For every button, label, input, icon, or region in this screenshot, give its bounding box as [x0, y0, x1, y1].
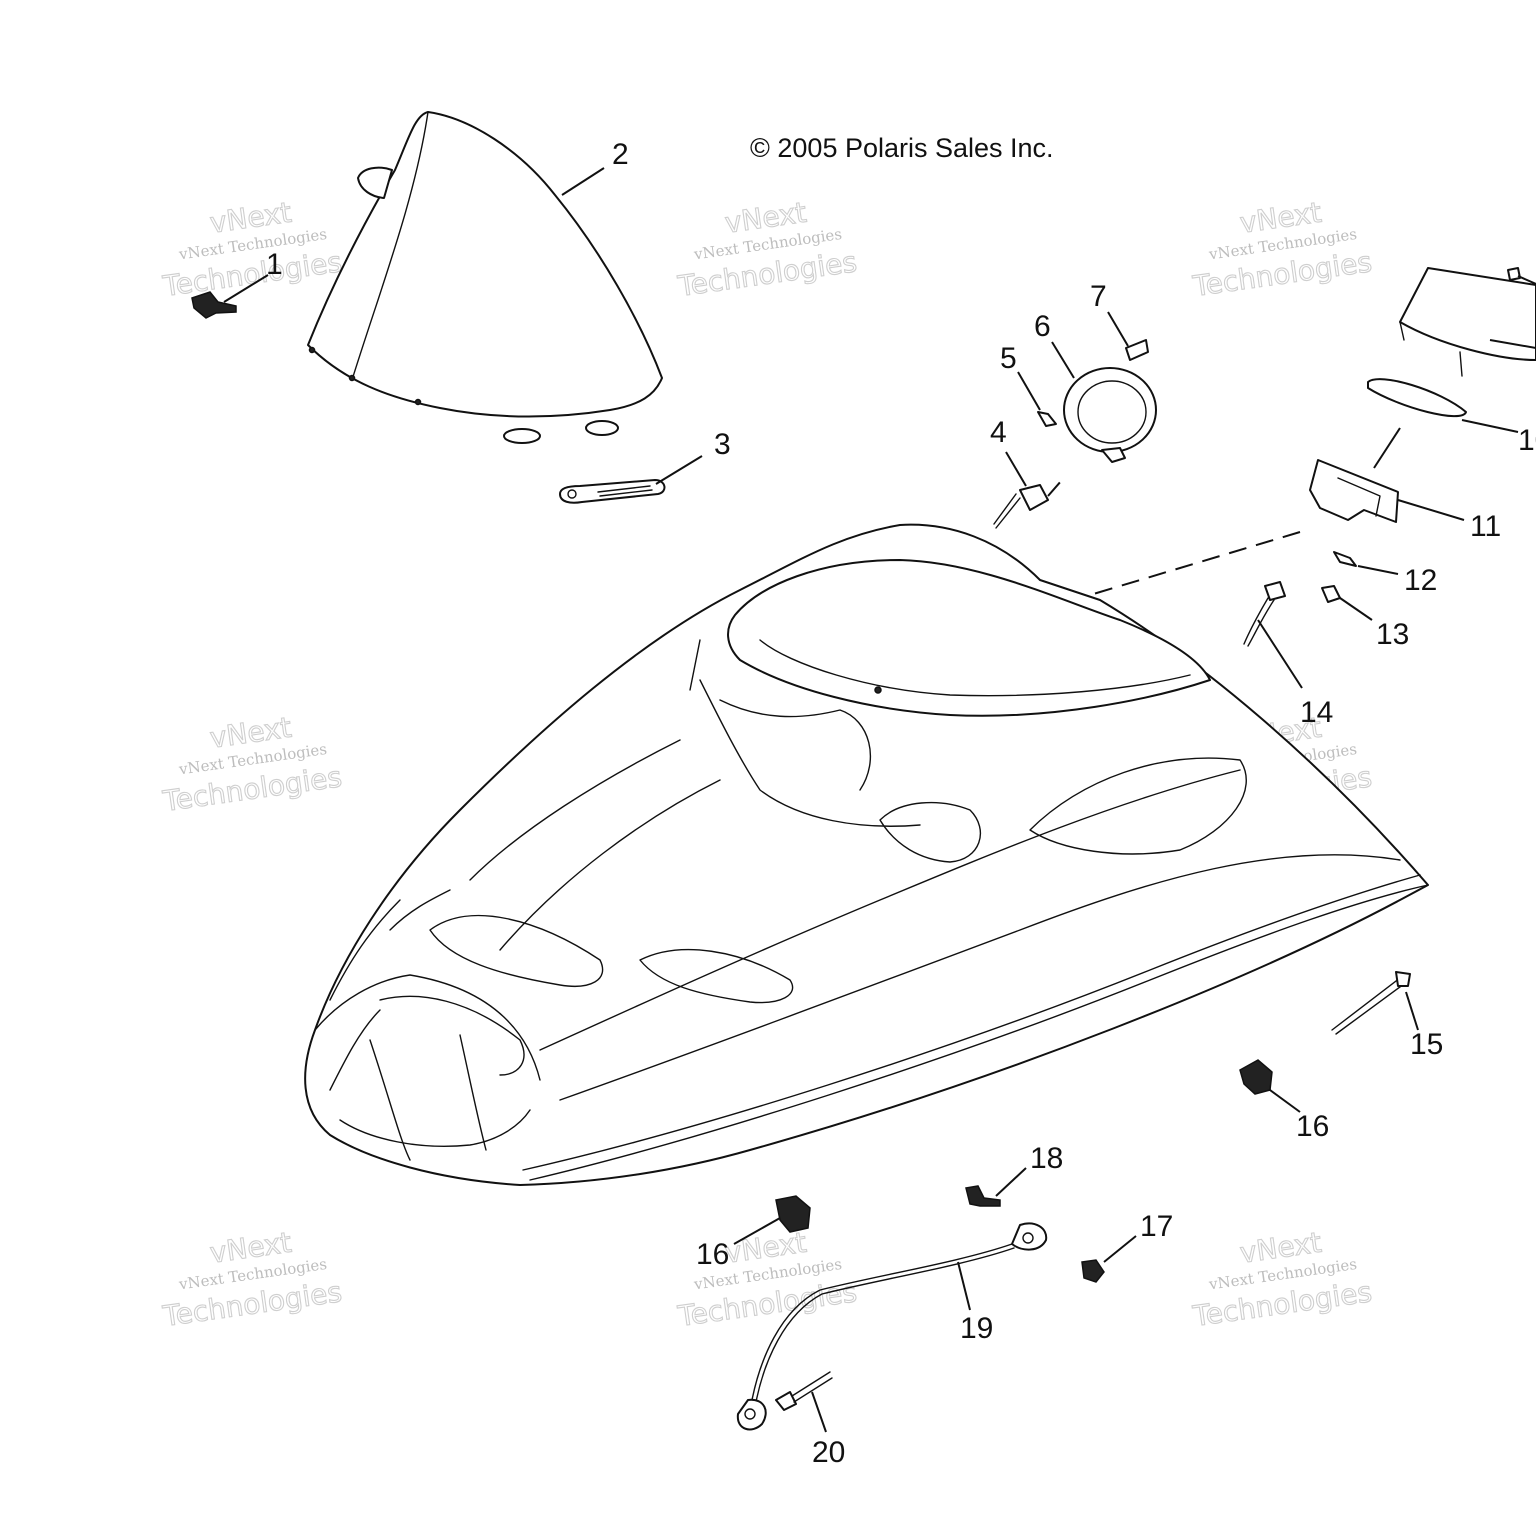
- leader-6: [1051, 341, 1075, 379]
- clamp-part-16-right: [1239, 1059, 1301, 1113]
- bolt-part-18: [965, 1167, 1027, 1207]
- copyright-notice: © 2005 Polaris Sales Inc.: [750, 133, 1054, 163]
- callout-15: 15: [1410, 1028, 1443, 1061]
- screw-part-1: [191, 291, 237, 319]
- gauge-housing-part: [1399, 267, 1536, 377]
- strap-part-3: [559, 479, 666, 504]
- gauge-lens-part-10: [1367, 378, 1519, 433]
- nut-part-13: [1321, 585, 1373, 621]
- callout-16-right: 16: [1296, 1110, 1329, 1143]
- leader-4: [1005, 451, 1027, 487]
- callout-19: 19: [960, 1312, 993, 1345]
- callout-17: 17: [1140, 1210, 1173, 1243]
- callout-20: 20: [812, 1436, 845, 1469]
- rivet-part-20: [775, 1371, 833, 1433]
- callout-2: 2: [612, 138, 629, 171]
- spring-part-12: [1333, 551, 1399, 575]
- bezel-ring-part-6: [1063, 367, 1157, 463]
- callout-1: 1: [266, 248, 283, 281]
- callout-13: 13: [1376, 618, 1409, 651]
- leader-5: [1017, 371, 1041, 411]
- leader-7: [1107, 311, 1129, 347]
- watermark: vNext vNext Technologies Technologies: [675, 195, 860, 303]
- callout-16-left: 16: [696, 1238, 729, 1271]
- watermark: vNext vNext Technologies Technologies: [1190, 195, 1375, 303]
- pin-part-7: [1125, 339, 1149, 361]
- tether-cable-part-19: [736, 1222, 1048, 1431]
- tie-part-15: [1331, 971, 1419, 1035]
- leader-3: [655, 455, 703, 485]
- callout-6: 6: [1034, 310, 1051, 343]
- watermark: vNext vNext Technologies Technologies: [1190, 1225, 1375, 1333]
- clip-part-5: [1037, 411, 1057, 427]
- hose-part-14: [1243, 581, 1303, 689]
- callout-10: 10: [1518, 424, 1536, 457]
- callout-11: 11: [1470, 510, 1501, 543]
- hull-body: [304, 523, 1429, 1186]
- alignment-line: [1059, 531, 1301, 605]
- leader-1: [223, 274, 269, 303]
- callouts: 1 2 3 4 5 6 7 10 11 12 13 14 15 16 16 17…: [266, 138, 1536, 1469]
- windshield-part-2: [307, 111, 663, 444]
- leader-2: [561, 167, 605, 196]
- callout-7: 7: [1090, 280, 1107, 313]
- gauge-mount-part-11: [1309, 427, 1465, 523]
- callout-14: 14: [1300, 696, 1333, 729]
- callout-3: 3: [714, 428, 731, 461]
- callout-12: 12: [1404, 564, 1437, 597]
- connector-part-4: [993, 479, 1063, 529]
- watermark: vNext vNext Technologies Technologies: [675, 1225, 860, 1333]
- nut-part-17: [1081, 1235, 1137, 1283]
- callout-18: 18: [1030, 1142, 1063, 1175]
- watermark: vNext vNext Technologies Technologies: [160, 1225, 345, 1333]
- callout-4: 4: [990, 416, 1007, 449]
- clamp-part-16-left: [733, 1195, 811, 1245]
- callout-5: 5: [1000, 342, 1017, 375]
- watermark: vNext vNext Technologies Technologies: [160, 710, 345, 818]
